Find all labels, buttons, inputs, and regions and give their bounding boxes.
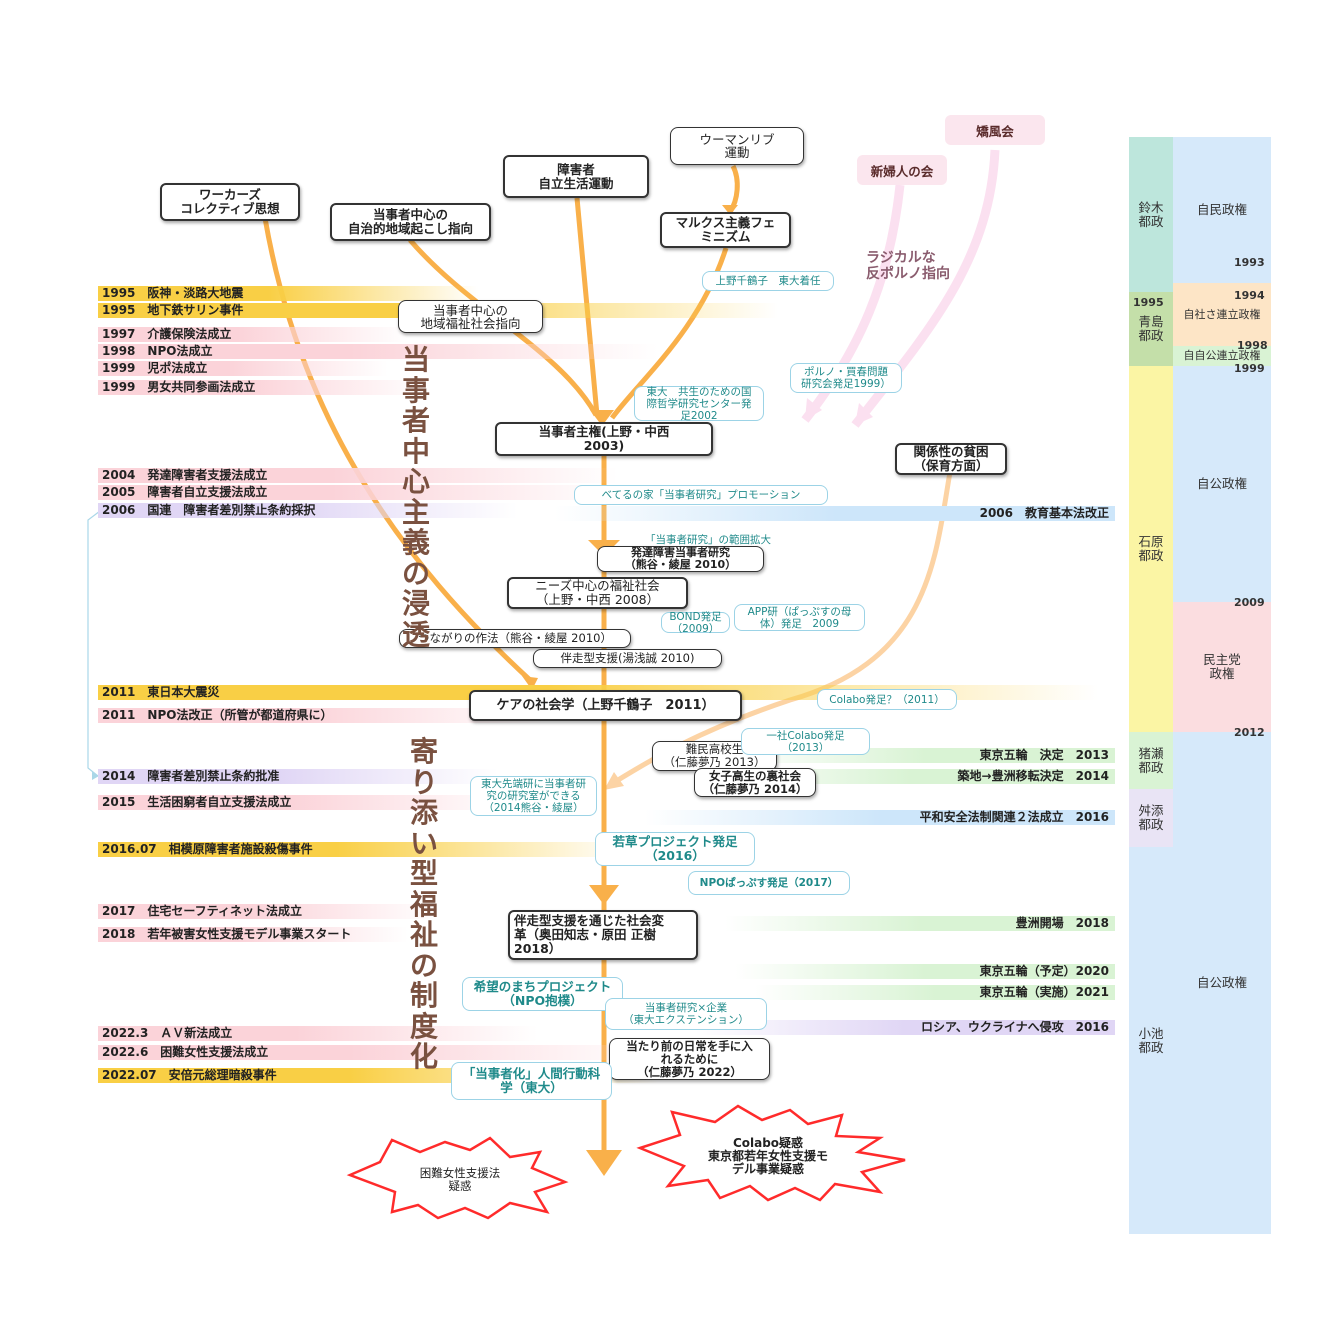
box-sovereignty: 当事者主権(上野・中西 2003) <box>495 422 713 456</box>
event-left-17: 2022.6 困難女性支援法成立 <box>98 1045 658 1060</box>
box-disability-movement: 障害者 自立生活運動 <box>503 155 649 198</box>
teal-bond: BOND発足 （2009） <box>661 611 730 635</box>
teal-ningen: 「当事者化」人間行動科 学（東大） <box>451 1062 612 1100</box>
burst-left-text: 困難女性支援法 疑惑 <box>419 1166 501 1193</box>
teal-colabo-2013: 一社Colabo発足 （2013） <box>741 728 870 755</box>
event-left-8: 2006 国連 障害者差別禁止条約採択 <box>98 503 518 518</box>
event-left-4: 1999 児ポ法成立 <box>98 361 388 376</box>
vertical-text-lower: 寄り添い型福祉の制度化 <box>409 735 438 1073</box>
box-womanlib: ウーマンリブ 運動 <box>670 127 804 165</box>
box-relational-poverty: 関係性の貧困 （保育方面） <box>895 443 1007 475</box>
national-year-4: 2009 <box>1234 596 1265 609</box>
event-right-0: 2006 教育基本法改正 <box>555 506 1115 521</box>
box-marxist-feminism: マルクス主義フェ ミニズム <box>660 212 791 248</box>
national-year-5: 2012 <box>1234 726 1265 739</box>
event-left-3: 1998 NPO法成立 <box>98 344 658 359</box>
box-atarimae: 当たり前の日常を手に入 れるために （仁藤夢乃 2022） <box>609 1038 770 1080</box>
event-right-3: 平和安全法制関連２法成立 2016 <box>645 810 1115 825</box>
event-left-7: 2005 障害者自立支援法成立 <box>98 485 618 500</box>
national-year-1: 1994 <box>1234 289 1265 302</box>
box-bansou-henkaku: 伴走型支援を通じた社会変 革（奥田知志・原田 正樹 2018） <box>508 910 698 960</box>
teal-app: APP研（ぱっぷすの母 体）発足 2009 <box>734 604 865 631</box>
burst-left-shape <box>346 1136 569 1220</box>
label-shinfujin: 新婦人の会 <box>857 155 947 185</box>
burst-right-shape <box>636 1104 906 1202</box>
vertical-text-upper: 当事者中心主義の浸透 <box>401 343 430 651</box>
governor-1: 青島 都政 1995 <box>1129 292 1173 366</box>
box-care-sociology: ケアの社会学（上野千鶴子 2011） <box>469 690 742 721</box>
teal-porno: ポルノ・買春問題 研究会発足1999） <box>790 363 902 393</box>
teal-sentan: 東大先端研に当事者研 究の研究室ができる （2014熊谷・綾屋） <box>470 776 597 816</box>
national-year-2: 1998 <box>1237 339 1268 352</box>
national-gov-2: 自自公連立政権 <box>1173 346 1271 366</box>
teal-colabo-2011: Colabo発足？（2011） <box>817 689 957 710</box>
event-left-16: 2022.3 ＡＶ新法成立 <box>98 1026 538 1041</box>
governor-name: 青島 都政 <box>1138 314 1164 343</box>
event-left-6: 2004 発達障害者支援法成立 <box>98 468 618 483</box>
governor-4: 舛添 都政 <box>1129 789 1173 847</box>
box-hattatsu-research: 発達障害当事者研究 （熊谷・綾屋 2010） <box>597 546 764 572</box>
label-radical-antiporn: ラジカルな 反ポルノ指向 <box>866 250 950 282</box>
governor-name: 猪瀬 都政 <box>1138 745 1164 775</box>
event-right-4: 豊洲開場 2018 <box>725 916 1115 931</box>
teal-ueno: 上野千鶴子 東大着任 <box>702 271 834 291</box>
governor-3: 猪瀬 都政 <box>1129 732 1173 789</box>
label-kyofukai: 矯風会 <box>945 115 1045 145</box>
box-joshi: 女子高生の裏社会 （仁藤夢乃 2014） <box>694 768 816 797</box>
governor-5: 小池 都政 <box>1129 847 1173 1234</box>
national-gov-0: 自民政権 <box>1173 137 1271 283</box>
governor-name: 鈴木 都政 <box>1138 199 1164 229</box>
event-left-5: 1999 男女共同参画法成立 <box>98 380 428 395</box>
event-left-15: 2018 若年被害女性支援モデル事業スタート <box>98 927 408 942</box>
teal-hanni: 「当事者研究」の範囲拡大 <box>645 534 771 546</box>
event-left-14: 2017 住宅セーフティネット法成立 <box>98 904 438 919</box>
event-left-11: 2014 障害者差別禁止条約批准 <box>98 769 498 784</box>
box-needs-welfare: ニーズ中心の福祉社会 （上野・中西 2008） <box>507 577 688 609</box>
teal-todai-center: 東大 共生のための国 際哲学研究センター発 足2002 <box>634 386 764 422</box>
event-right-6: 東京五輪（実施）2021 <box>755 985 1115 1000</box>
box-community-welfare: 当事者中心の 地域福祉社会指向 <box>398 300 543 333</box>
national-year-0: 1993 <box>1234 256 1265 269</box>
burst-right-text: Colabo疑惑 東京都若年女性支援モ デル事業疑惑 <box>707 1136 828 1176</box>
governor-year: 1995 <box>1133 296 1164 309</box>
teal-kibou: 希望のまちプロジェクト （NPO抱樸） <box>462 977 623 1011</box>
event-left-2: 1997 介護保険法成立 <box>98 327 408 342</box>
national-year-3: 1999 <box>1234 362 1265 375</box>
box-tsunagari: つながりの作法（熊谷・綾屋 2010） <box>399 629 631 648</box>
teal-npo-pap: NPOぱっぷす発足（2017） <box>688 871 850 895</box>
teal-wakakusa: 若草プロジェクト発足 （2016） <box>595 832 755 866</box>
event-right-7: ロシア、ウクライナへ侵攻 2016 <box>695 1020 1115 1035</box>
event-left-13: 2016.07 相模原障害者施設殺傷事件 <box>98 842 628 857</box>
governor-name: 舛添 都政 <box>1138 803 1164 832</box>
event-left-10: 2011 NPO法改正（所管が都道府県に） <box>98 708 548 723</box>
national-gov-4: 民主党 政権 <box>1173 602 1271 732</box>
event-left-0: 1995 阪神・淡路大地震 <box>98 286 478 301</box>
national-gov-5: 自公政権 <box>1173 732 1271 1234</box>
governor-name: 小池 都政 <box>1138 1025 1164 1055</box>
governor-name: 石原 都政 <box>1138 534 1164 563</box>
national-gov-1: 自社さ連立政権 <box>1173 283 1271 346</box>
box-local-autonomy: 当事者中心の 自治的地域起こし指向 <box>330 203 491 241</box>
event-right-5: 東京五輪（予定）2020 <box>735 964 1115 979</box>
teal-bethel: べてるの家「当事者研究」プロモーション <box>574 485 828 505</box>
box-bansou-2010: 伴走型支援(湯浅誠 2010) <box>533 649 722 668</box>
box-workers-collective: ワーカーズ コレクティブ思想 <box>160 183 300 221</box>
governor-2: 石原 都政 <box>1129 366 1173 732</box>
national-gov-3: 自公政権 <box>1173 366 1271 602</box>
governor-0: 鈴木 都政 <box>1129 137 1173 292</box>
event-left-12: 2015 生活困窮者自立支援法成立 <box>98 795 518 810</box>
teal-kigyou: 当事者研究×企業 （東大エクステンション） <box>605 998 767 1030</box>
